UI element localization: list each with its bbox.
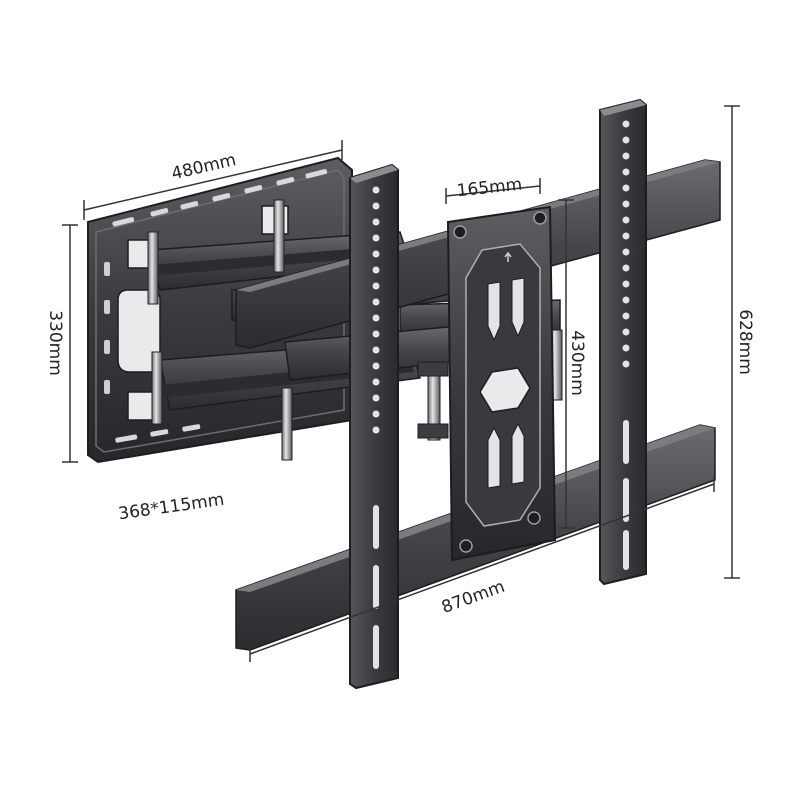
- dim-label-rail-height: 628mm: [735, 309, 755, 375]
- vertical-rail-right: [599, 98, 647, 586]
- dim-label-tv-plate-width: 165mm: [456, 175, 523, 202]
- dim-label-arm-size: 368*115mm: [117, 490, 225, 525]
- center-tv-plate: [446, 205, 557, 562]
- dim-label-rail-width: 870mm: [439, 577, 507, 618]
- dim-label-wall-plate-width: 480mm: [170, 150, 238, 184]
- dimension-lines: [62, 105, 740, 662]
- vertical-rail-left: [349, 163, 399, 690]
- dim-label-wall-plate-height: 330mm: [45, 310, 65, 376]
- dim-label-tv-plate-height: 430mm: [567, 330, 587, 396]
